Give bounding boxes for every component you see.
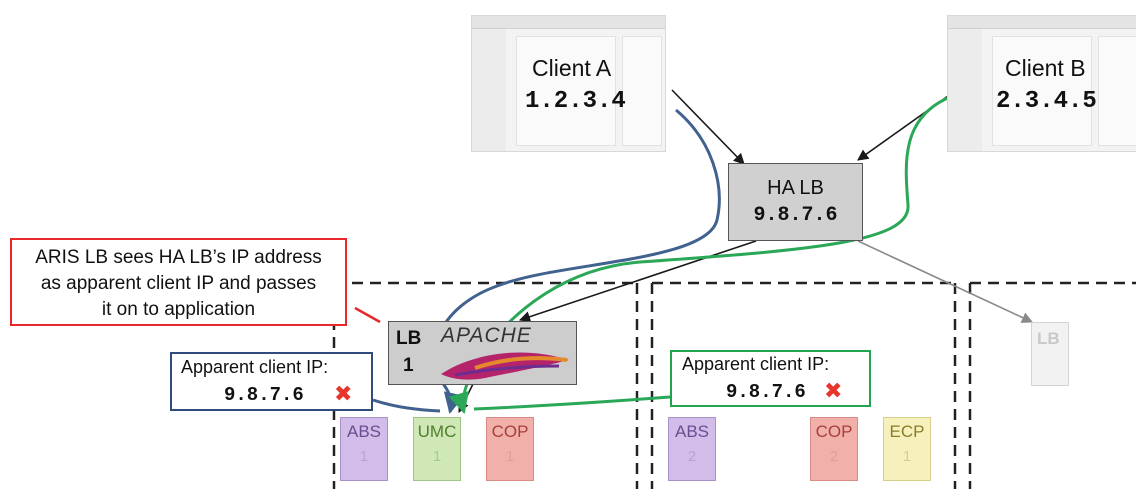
component-name: ECP xyxy=(889,422,925,441)
client-b-label: Client B xyxy=(1005,55,1086,81)
note-line-3: it on to application xyxy=(101,299,256,320)
ha-lb-box: HA LB 9.8.7.6 xyxy=(728,163,863,241)
apparent-ip-callout-right: Apparent client IP: 9.8.7.6 ✖ xyxy=(670,350,871,407)
apache-logo-text: APACHE xyxy=(441,324,532,347)
component-number: 1 xyxy=(359,448,369,465)
apparent-ip-callout-left: Apparent client IP: 9.8.7.6 ✖ xyxy=(170,352,373,411)
apache-feather-icon xyxy=(441,352,569,380)
browser-pane xyxy=(1098,36,1136,146)
component-number: 1 xyxy=(902,448,912,465)
component-abs-1: ABS 1 xyxy=(340,417,388,481)
component-number: 2 xyxy=(687,448,697,465)
component-umc-1: UMC 1 xyxy=(413,417,461,481)
callout-right-connector xyxy=(473,395,671,411)
callout-left-connector xyxy=(372,398,441,413)
faded-lb-box: LB xyxy=(1031,322,1069,386)
client-a-label: Client A xyxy=(532,55,612,81)
lb1-number: 1 xyxy=(403,355,414,376)
browser-pane xyxy=(622,36,662,146)
apparent-ip-value: 9.8.7.6 xyxy=(224,384,304,406)
component-name: COP xyxy=(815,422,853,441)
component-ecp-1: ECP 1 xyxy=(883,417,931,481)
x-mark-icon: ✖ xyxy=(824,379,843,404)
ha-lb-ip: 9.8.7.6 xyxy=(753,204,838,227)
browser-sidebar xyxy=(948,29,982,151)
component-number: 1 xyxy=(432,448,442,465)
browser-sidebar xyxy=(472,29,506,151)
browser-toolbar xyxy=(472,16,665,29)
note-line-2: as apparent client IP and passes xyxy=(40,273,317,294)
apparent-ip-value: 9.8.7.6 xyxy=(726,381,806,403)
arrow-ha-lb-to-lb1 xyxy=(518,240,757,323)
client-a-ip: 1.2.3.4 xyxy=(525,88,626,115)
x-mark-icon: ✖ xyxy=(334,382,353,407)
lb1-box: LB 1 APACHE xyxy=(388,321,577,385)
component-cop-2: COP 2 xyxy=(810,417,858,481)
arrow-client-a-to-ha-lb xyxy=(671,89,745,165)
browser-toolbar xyxy=(948,16,1136,29)
browser-pane xyxy=(516,36,616,146)
component-name: ABS xyxy=(674,422,710,441)
ha-lb-label: HA LB xyxy=(767,177,824,199)
note-pointer-line xyxy=(354,306,381,324)
client-b-screenshot xyxy=(947,15,1136,152)
dashed-zone-lines xyxy=(332,281,1136,489)
browser-pane xyxy=(992,36,1092,146)
apparent-ip-title: Apparent client IP: xyxy=(682,354,830,374)
faded-lb-label: LB xyxy=(1037,329,1060,348)
apparent-ip-title: Apparent client IP: xyxy=(181,357,329,377)
client-b-ip: 2.3.4.5 xyxy=(996,88,1097,115)
lb1-label: LB xyxy=(396,328,422,349)
component-number: 2 xyxy=(829,448,839,465)
arrow-ha-lb-to-faded-lb xyxy=(857,240,1034,323)
aris-lb-note: ARIS LB sees HA LB’s IP address as appar… xyxy=(10,238,347,326)
component-abs-2: ABS 2 xyxy=(668,417,716,481)
component-name: COP xyxy=(491,422,529,441)
component-number: 1 xyxy=(505,448,515,465)
component-cop-1: COP 1 xyxy=(486,417,534,481)
component-name: UMC xyxy=(417,422,457,441)
component-name: ABS xyxy=(346,422,382,441)
note-line-1: ARIS LB sees HA LB’s IP address xyxy=(35,247,322,268)
flow-line-client-a xyxy=(432,108,721,415)
client-a-screenshot xyxy=(471,15,666,152)
